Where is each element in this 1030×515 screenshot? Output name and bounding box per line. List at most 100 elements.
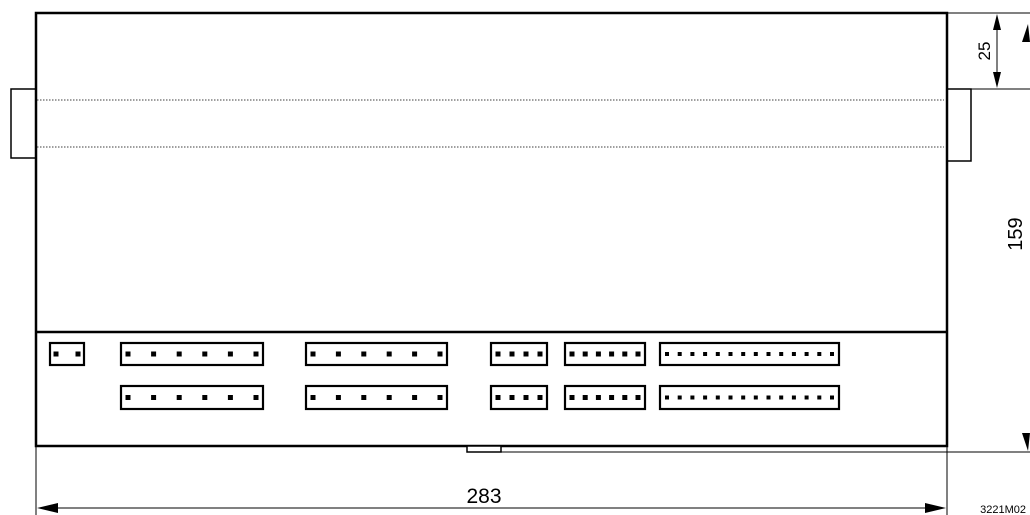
connector-pin: [830, 395, 834, 400]
connector-pin: [176, 395, 182, 400]
connector-pin: [753, 395, 758, 400]
connector-c11: [658, 384, 841, 411]
connector-pin: [791, 352, 796, 356]
connector-pin: [766, 352, 771, 356]
connector-pin: [817, 352, 822, 356]
connector-pin: [202, 351, 208, 357]
connector-c3: [304, 341, 449, 367]
width-label: 283: [466, 485, 501, 508]
bottom-latch: [466, 445, 502, 453]
connector-pin: [253, 351, 259, 357]
connector-pin: [779, 352, 784, 356]
rail-offset-label: 25: [975, 42, 994, 61]
connector-pin: [75, 351, 81, 357]
connector-pin: [728, 395, 733, 400]
connector-pin: [386, 351, 392, 357]
connector-pin: [310, 395, 316, 400]
connector-pin: [151, 395, 157, 400]
connector-pin: [804, 395, 809, 400]
connector-pin: [361, 351, 367, 357]
connector-pin: [227, 351, 233, 357]
connector-pin: [690, 352, 695, 356]
connector-pin: [386, 395, 392, 400]
width-arrow-left: [37, 503, 58, 513]
connector-pin: [677, 352, 682, 356]
connector-pin: [335, 395, 341, 400]
drawing-code: 3221M02: [980, 504, 1026, 515]
connector-c7: [119, 384, 265, 411]
connector-c4: [489, 341, 549, 367]
height-arrow-bottom: [1022, 433, 1030, 451]
connector-pin: [728, 352, 733, 356]
connector-pin: [412, 395, 418, 400]
connector-pin: [537, 351, 543, 357]
housing-body: [34, 11, 949, 448]
connector-pin: [609, 351, 615, 357]
connector-pin: [804, 352, 809, 356]
connector-pin: [125, 395, 131, 400]
connector-pin: [310, 351, 316, 357]
connector-pin: [569, 395, 575, 400]
connector-pin: [176, 351, 182, 357]
connector-pin: [703, 395, 708, 400]
connector-pin: [817, 395, 822, 400]
connector-c10: [563, 384, 647, 411]
terminal-connectors: [48, 341, 841, 411]
connector-pin: [537, 395, 543, 400]
connector-pin: [361, 395, 367, 400]
connector-pin: [412, 351, 418, 357]
connector-pin: [151, 351, 157, 357]
connector-pin: [509, 351, 515, 357]
connector-pin: [53, 351, 59, 357]
right-rail-clip: [946, 88, 972, 162]
connector-pin: [741, 352, 746, 356]
connector-pin: [595, 351, 601, 357]
connector-pin: [523, 395, 529, 400]
connector-pin: [715, 352, 720, 356]
connector-pin: [635, 351, 641, 357]
connector-pin: [779, 395, 784, 400]
connector-pin: [335, 351, 341, 357]
height-arrow-top: [1022, 24, 1030, 42]
left-rail-clip: [10, 88, 38, 159]
connector-c5: [563, 341, 647, 367]
rail-offset-arrow-top: [993, 14, 1001, 30]
connector-pin: [437, 395, 443, 400]
connector-pin: [495, 395, 501, 400]
connector-pin: [753, 352, 758, 356]
connector-pin: [703, 352, 708, 356]
rail-offset-arrow-bottom: [993, 72, 1001, 88]
connector-pin: [622, 395, 628, 400]
connector-pin: [495, 351, 501, 357]
connector-pin: [766, 395, 771, 400]
connector-pin: [791, 395, 796, 400]
connector-c6: [658, 341, 841, 367]
connector-c8: [304, 384, 449, 411]
connector-pin: [609, 395, 615, 400]
connector-pin: [715, 395, 720, 400]
connector-pin: [125, 351, 131, 357]
connector-pin: [582, 351, 588, 357]
width-arrow-right: [925, 503, 946, 513]
connector-c1: [48, 341, 86, 367]
connector-pin: [622, 351, 628, 357]
connector-pin: [635, 395, 641, 400]
connector-pin: [595, 395, 601, 400]
connector-c2: [119, 341, 265, 367]
connector-pin: [253, 395, 259, 400]
connector-pin: [569, 351, 575, 357]
connector-pin: [523, 351, 529, 357]
height-label: 159: [1005, 217, 1027, 250]
connector-pin: [665, 395, 669, 400]
connector-pin: [677, 395, 682, 400]
connector-pin: [741, 395, 746, 400]
connector-pin: [582, 395, 588, 400]
connector-pin: [202, 395, 208, 400]
connector-c9: [489, 384, 549, 411]
connector-pin: [830, 352, 834, 356]
connector-pin: [665, 352, 669, 356]
connector-pin: [227, 395, 233, 400]
connector-pin: [509, 395, 515, 400]
connector-pin: [437, 351, 443, 357]
